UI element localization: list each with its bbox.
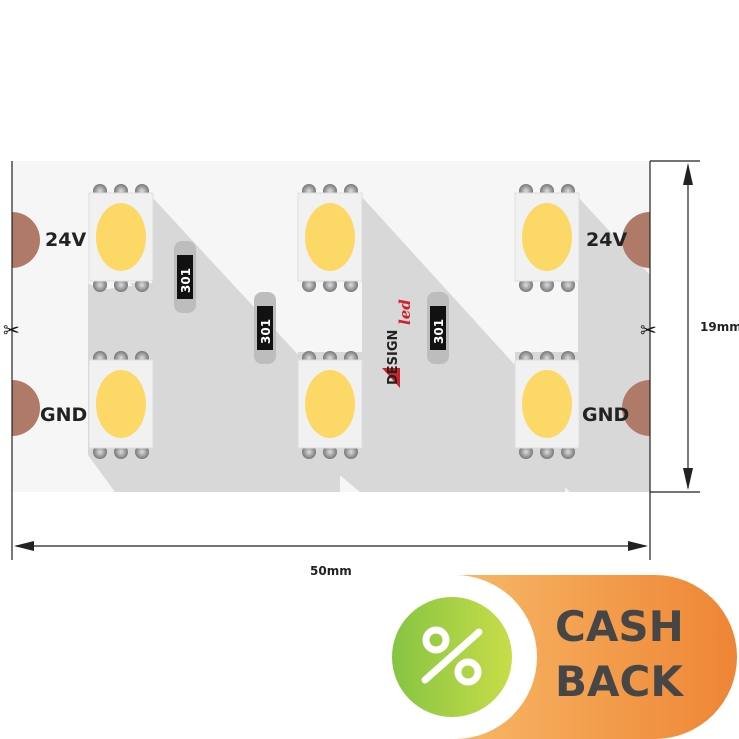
width-dimension [14,541,648,551]
resistor-code: 301 [179,268,193,293]
resistor-code: 301 [259,319,273,344]
led-chip [514,350,580,460]
led-chip [297,183,363,293]
resistor-code: 301 [432,319,446,344]
led-chip [514,183,580,293]
right-24v-label: 24V [586,229,627,251]
height-dimension [650,160,700,493]
left-gnd-label: GND [40,404,87,426]
cashback-badge[interactable]: CASH BACK [373,575,737,739]
led-chip [88,350,154,460]
left-24v-label: 24V [45,229,86,251]
scissors-icon: ✂ [640,318,657,342]
width-label: 50mm [310,564,352,578]
right-gnd-label: GND [582,404,629,426]
cashback-line1: CASH [555,602,684,651]
svg-text:led: led [396,299,414,325]
solder-pads [12,212,650,436]
cashback-line2: BACK [555,657,684,706]
scissors-icon: ✂ [3,318,20,342]
svg-text:DESIGN: DESIGN [386,330,401,385]
percent-icon [421,626,483,686]
led-chip [297,350,363,460]
height-label: 19mm [700,320,739,334]
brand-logo: DESIGN led [382,299,414,388]
led-chip [88,183,154,293]
